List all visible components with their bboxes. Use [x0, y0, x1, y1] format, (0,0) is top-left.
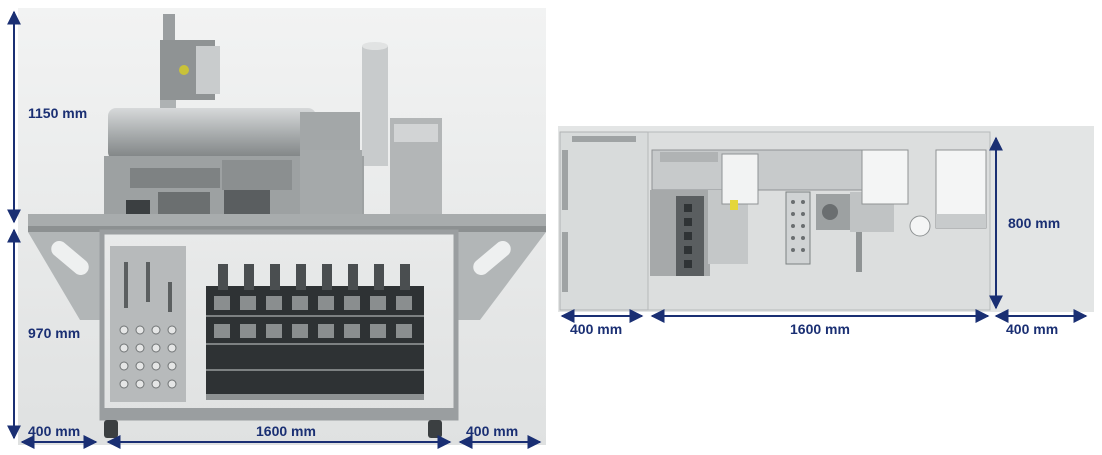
- front-width-left-label: 400 mm: [28, 423, 80, 439]
- front-view: 1150 mm 970 mm 400 mm 1600 mm 400 mm: [7, 8, 546, 449]
- top-depth-label: 800 mm: [1008, 215, 1060, 231]
- syringe-panel: [110, 246, 186, 402]
- front-width-main-label: 1600 mm: [256, 423, 316, 439]
- top-width-left-label: 400 mm: [570, 321, 622, 337]
- table-top: [28, 214, 546, 228]
- front-width-right-label: 400 mm: [466, 423, 518, 439]
- top-view: 800 mm 400 mm 1600 mm 400 mm: [558, 126, 1094, 337]
- caster-wheels: [104, 420, 442, 438]
- top-dimension-lines: [560, 136, 1088, 323]
- right-wing: [456, 232, 546, 320]
- top-components: [650, 149, 987, 276]
- front-height-upper-label: 1150 mm: [28, 105, 87, 121]
- vial-rack: [206, 264, 424, 400]
- top-width-right-label: 400 mm: [1006, 321, 1058, 337]
- left-wing: [28, 232, 102, 320]
- machine-upper-assembly: [104, 14, 442, 220]
- front-dimension-lines: [7, 10, 542, 449]
- top-width-main-label: 1600 mm: [790, 321, 850, 337]
- front-height-lower-label: 970 mm: [28, 325, 80, 341]
